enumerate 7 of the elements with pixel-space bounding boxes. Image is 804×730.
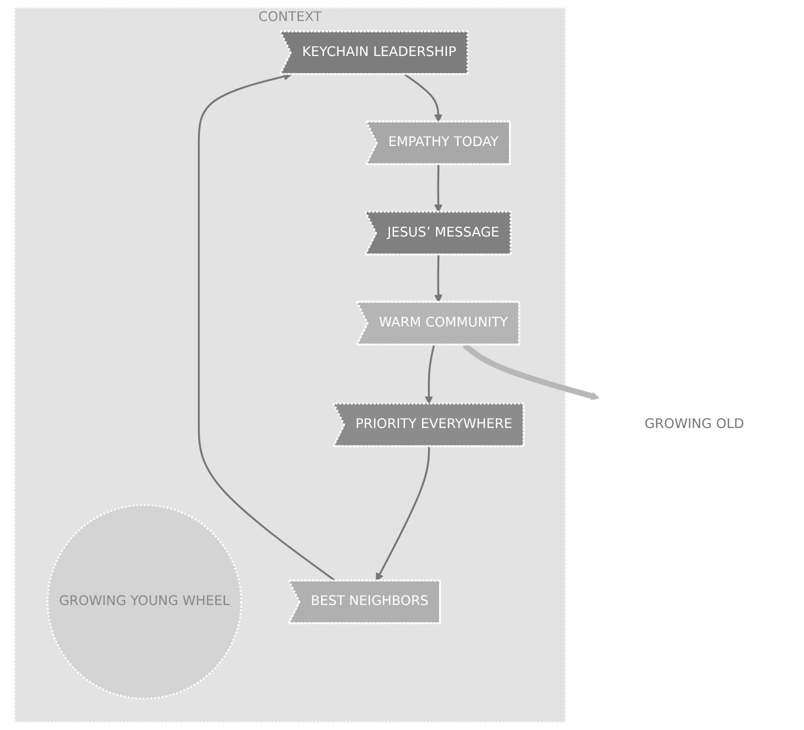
arrow (434, 164, 443, 213)
arrow (376, 446, 430, 582)
arrow (434, 254, 443, 303)
node-circle: GROWING YOUNG WHEEL (46, 504, 242, 700)
arrow (404, 74, 443, 122)
node-text: GROWING OLD (644, 416, 744, 432)
arrow (424, 344, 435, 404)
